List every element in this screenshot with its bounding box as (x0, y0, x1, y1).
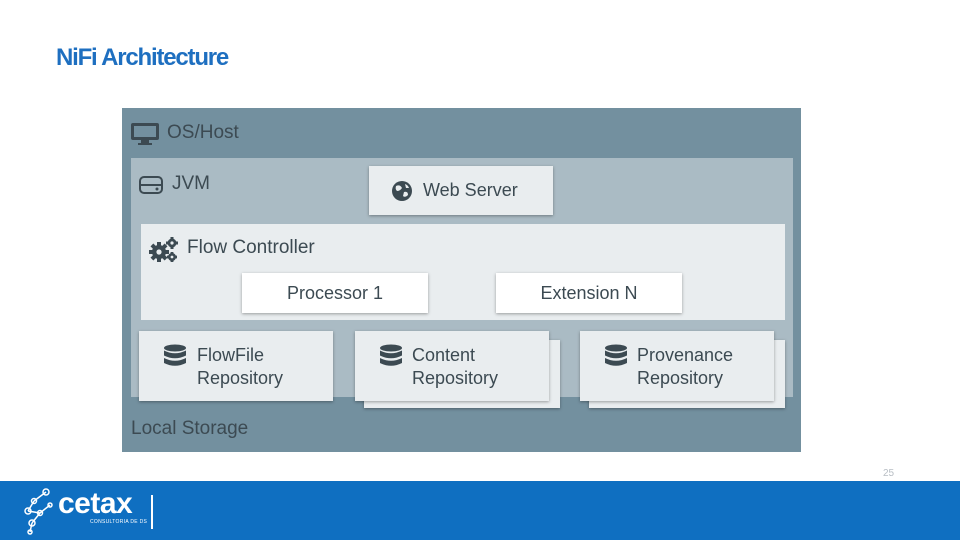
hard-drive-icon (139, 176, 163, 194)
database-icon (164, 344, 186, 366)
flow-controller-box: Flow Controller Processor 1 Extension N (141, 224, 785, 320)
slide-title: NiFi Architecture (56, 44, 229, 71)
flowfile-repository-label: FlowFile Repository (197, 345, 284, 388)
logo-subtitle: CONSULTORIA DE DS (90, 519, 148, 525)
provenance-repository-label: Provenance Repository (637, 345, 734, 388)
local-storage-label: Local Storage (131, 418, 249, 439)
flowfile-repository-box: FlowFile Repository (139, 331, 333, 401)
web-server-label: Web Server (423, 180, 518, 200)
footer-bar: cetax CONSULTORIA DE DS (0, 481, 960, 540)
flow-controller-label: Flow Controller (187, 237, 315, 258)
os-host-label: OS/Host (167, 122, 239, 143)
web-server-box: Web Server (369, 166, 553, 215)
monitor-icon (131, 123, 159, 145)
logo-text: cetax (58, 487, 133, 520)
provenance-repository-box: Provenance Repository (580, 331, 774, 401)
globe-icon (392, 181, 412, 201)
logo-divider (151, 495, 153, 529)
database-icon (380, 344, 402, 366)
jvm-label: JVM (172, 173, 210, 194)
content-repository-label: Content Repository (412, 345, 499, 388)
extension-n-box: Extension N (496, 273, 682, 313)
processor-1-box: Processor 1 (242, 273, 428, 313)
content-repository-box: Content Repository (355, 331, 549, 401)
architecture-diagram: OS/Host JVM Web Server (122, 108, 801, 452)
page-number: 25 (883, 468, 895, 479)
database-icon (605, 344, 627, 366)
gears-icon (149, 237, 178, 262)
molecule-logo-icon (24, 488, 53, 535)
